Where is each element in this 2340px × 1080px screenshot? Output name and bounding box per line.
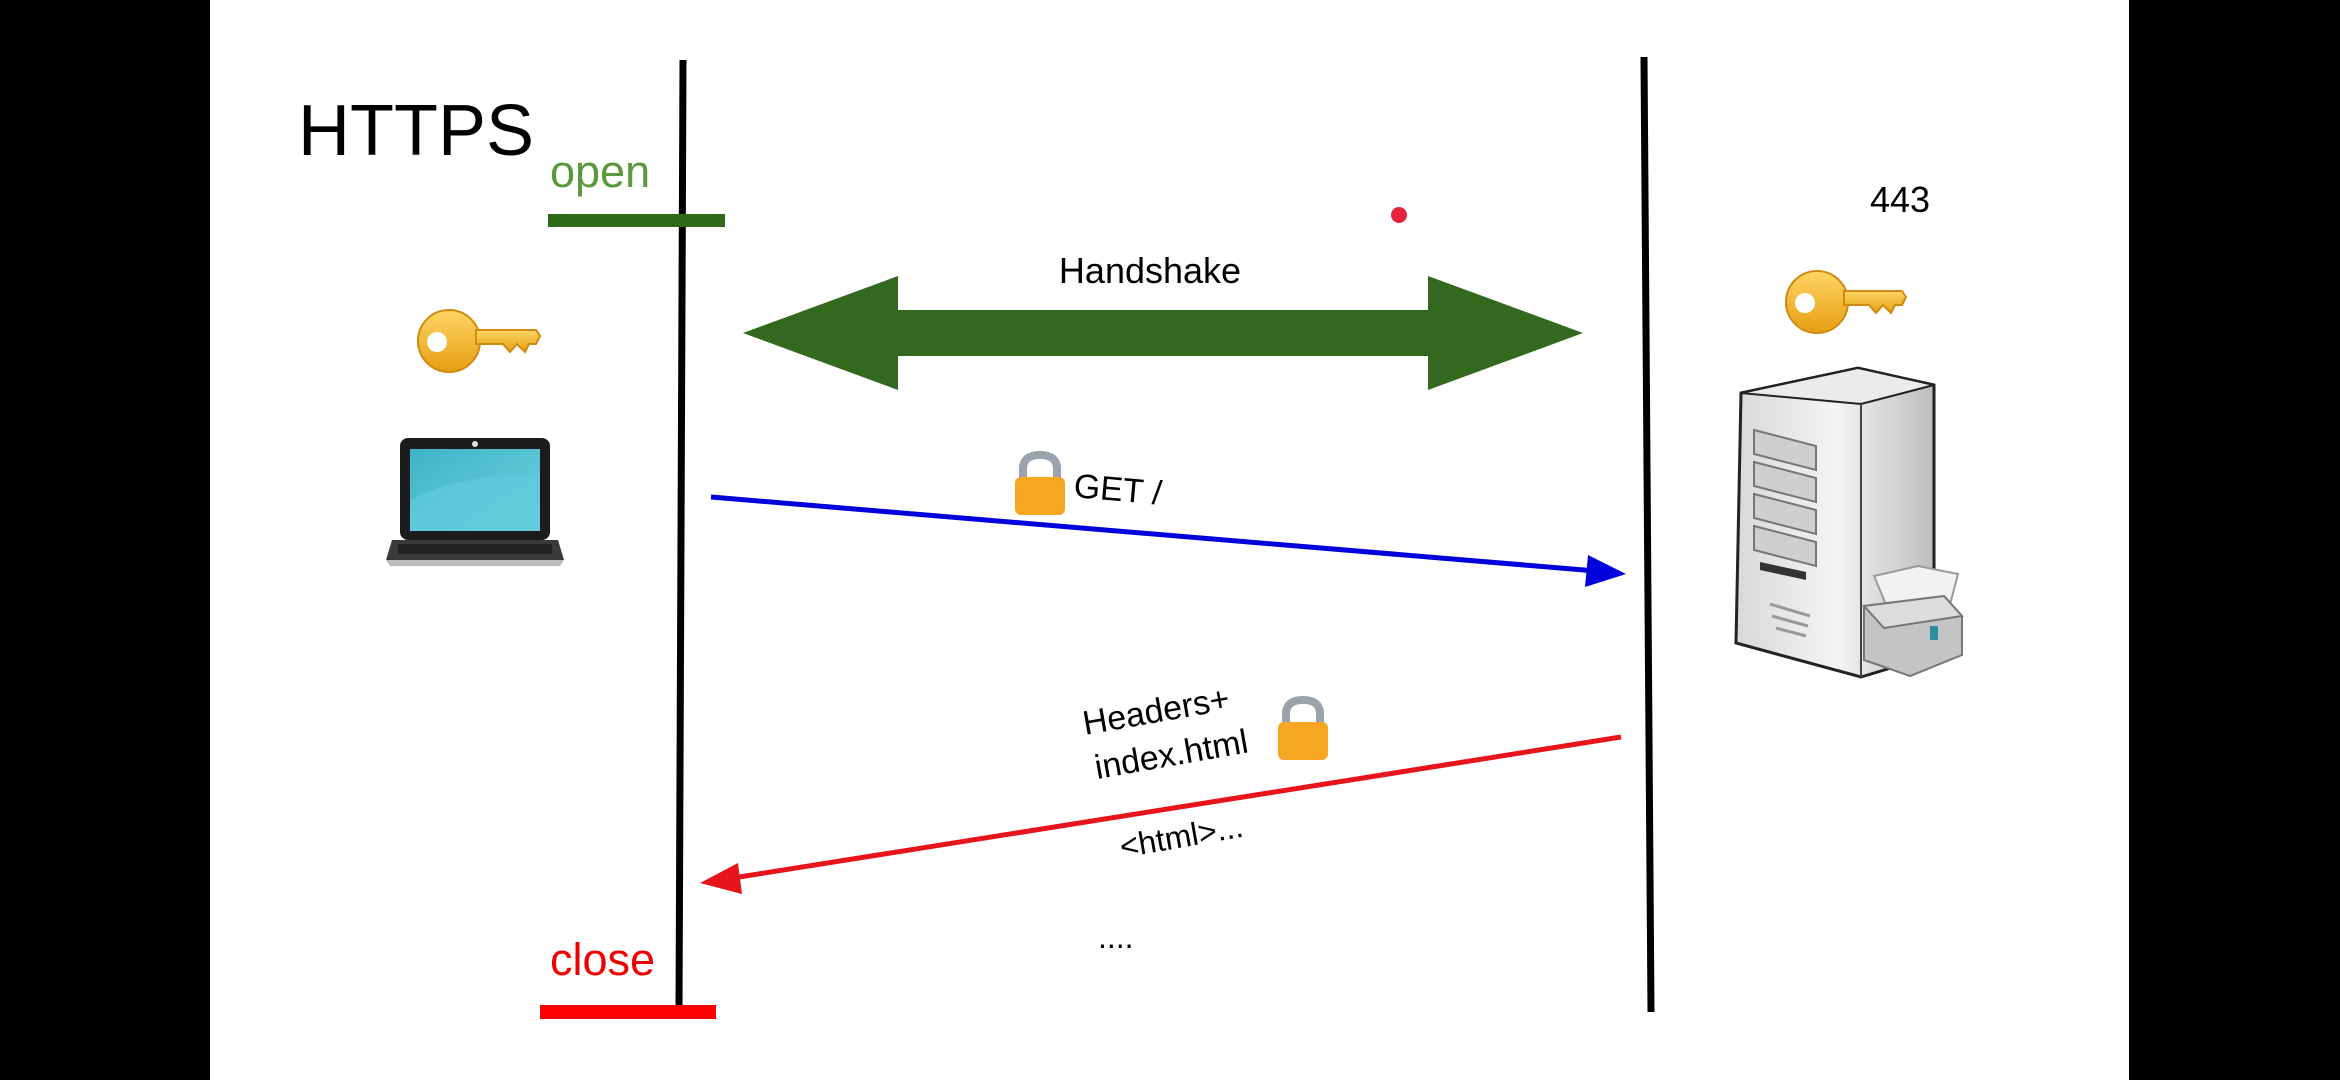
response-arrowhead	[700, 863, 742, 894]
open-label: open	[550, 146, 650, 197]
laser-pointer-dot	[1391, 207, 1407, 223]
laptop-icon	[386, 438, 564, 566]
response-arrow-line	[732, 734, 1622, 881]
request-padlock-icon	[1015, 450, 1065, 515]
server-tower-icon	[1734, 366, 1964, 679]
response-padlock-icon	[1278, 695, 1328, 760]
request-label: GET /	[1072, 467, 1164, 513]
server-timeline	[1640, 56, 1655, 1013]
close-bar	[540, 1005, 716, 1019]
open-bar	[548, 214, 725, 227]
close-label: close	[550, 934, 655, 985]
request-arrow-line	[710, 494, 1597, 574]
client-timeline	[675, 59, 687, 1011]
request-arrowhead	[1585, 555, 1626, 587]
continuation-label: ....	[1098, 919, 1134, 955]
server-key-icon	[1785, 270, 1908, 334]
port-label: 443	[1870, 179, 1930, 220]
handshake-label: Handshake	[1059, 250, 1241, 291]
handshake-arrow	[743, 276, 1583, 390]
slide-title: HTTPS	[298, 91, 534, 171]
client-key-icon	[417, 309, 542, 373]
